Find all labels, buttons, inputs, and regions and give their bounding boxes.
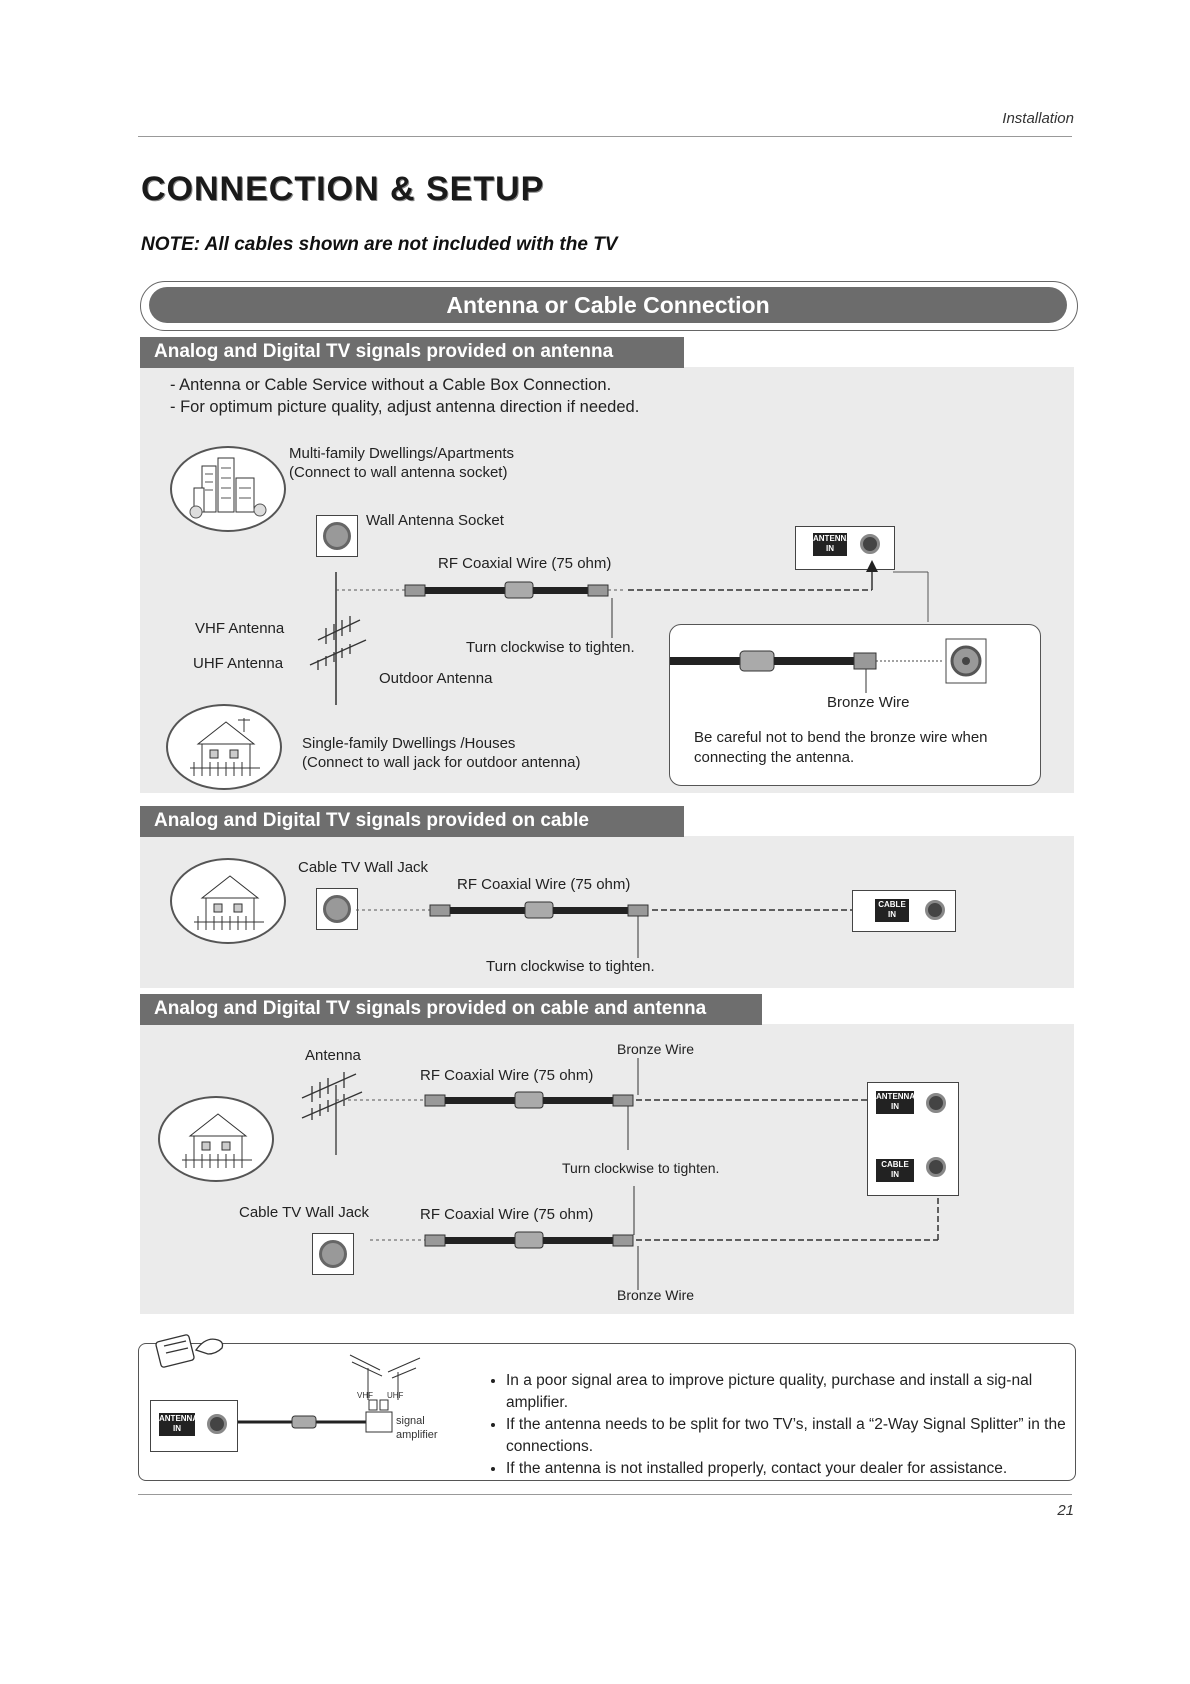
wall-antenna-socket bbox=[316, 515, 358, 557]
tips-list: In a poor signal area to improve picture… bbox=[488, 1370, 1066, 1480]
rf-wire-label: RF Coaxial Wire (75 ohm) bbox=[438, 555, 612, 572]
tip-item: If the antenna is not installed properly… bbox=[506, 1458, 1066, 1480]
cable-wall-jack bbox=[316, 888, 358, 930]
signal-amplifier-label-1: signal bbox=[396, 1415, 425, 1427]
multi-family-sub: (Connect to wall antenna socket) bbox=[289, 464, 508, 481]
outdoor-antenna-label: Outdoor Antenna bbox=[379, 670, 493, 687]
single-family-label: Single-family Dwellings /Houses bbox=[302, 735, 516, 752]
house-icon bbox=[182, 1113, 252, 1168]
both-cable-wall-jack bbox=[312, 1233, 354, 1275]
antenna-bullet-1: - Antenna or Cable Service without a Cab… bbox=[170, 376, 612, 394]
cable-turn-label: Turn clockwise to tighten. bbox=[486, 958, 655, 975]
cable-wall-jack-label: Cable TV Wall Jack bbox=[298, 859, 429, 876]
apartment-illustration bbox=[170, 446, 286, 532]
wall-socket-label: Wall Antenna Socket bbox=[366, 512, 504, 529]
multi-family-label: Multi-family Dwellings/Apartments bbox=[289, 445, 515, 462]
tip-item: In a poor signal area to improve picture… bbox=[506, 1370, 1066, 1414]
tips-vhf-label: VHF bbox=[357, 1391, 373, 1400]
house-illustration-cable bbox=[170, 858, 286, 944]
uhf-label: UHF Antenna bbox=[193, 655, 284, 672]
tips-box bbox=[138, 1343, 1076, 1481]
cable-rf-wire-label: RF Coaxial Wire (75 ohm) bbox=[457, 876, 631, 893]
both-rf-wire-top-label: RF Coaxial Wire (75 ohm) bbox=[420, 1067, 594, 1084]
both-turn-label: Turn clockwise to tighten. bbox=[562, 1160, 720, 1176]
antenna-jack-icon bbox=[926, 1093, 946, 1113]
both-rf-wire-bottom-label: RF Coaxial Wire (75 ohm) bbox=[420, 1206, 594, 1223]
cable-jack-icon bbox=[926, 1157, 946, 1177]
vhf-label: VHF Antenna bbox=[195, 620, 285, 637]
signal-amplifier-label-2: amplifier bbox=[396, 1429, 438, 1441]
page-number: 21 bbox=[1057, 1502, 1074, 1519]
note: NOTE: All cables shown are not included … bbox=[141, 234, 618, 255]
both-wall-jack-label: Cable TV Wall Jack bbox=[239, 1204, 370, 1221]
careful-text-1: Be careful not to bend the bronze wire w… bbox=[694, 729, 988, 746]
single-family-sub: (Connect to wall jack for outdoor antenn… bbox=[302, 754, 581, 771]
tip-item: If the antenna needs to be split for two… bbox=[506, 1414, 1066, 1458]
bronze-wire-label: Bronze Wire bbox=[827, 694, 910, 711]
house-icon bbox=[190, 718, 260, 776]
both-bronze-bottom-label: Bronze Wire bbox=[617, 1287, 695, 1303]
bronze-wire-detail bbox=[670, 638, 987, 693]
antenna-jack-icon bbox=[207, 1414, 227, 1434]
house-illustration-both bbox=[158, 1096, 274, 1182]
antenna-section-heading: Analog and Digital TV signals provided o… bbox=[140, 337, 684, 368]
house-illustration bbox=[166, 704, 282, 790]
section-label: Installation bbox=[1002, 110, 1074, 127]
careful-text-2: connecting the antenna. bbox=[694, 749, 855, 766]
both-antenna-label: Antenna bbox=[305, 1047, 361, 1064]
house-icon bbox=[194, 875, 264, 930]
antenna-jack-icon bbox=[860, 534, 880, 554]
turn-clockwise-label: Turn clockwise to tighten. bbox=[466, 639, 635, 656]
footer-rule bbox=[138, 1494, 1072, 1495]
antenna-bullet-2: - For optimum picture quality, adjust an… bbox=[170, 398, 640, 416]
cable-jack-icon bbox=[925, 900, 945, 920]
banner-title: Antenna or Cable Connection bbox=[149, 287, 1067, 323]
page-title: CONNECTION & SETUP bbox=[141, 170, 545, 208]
note-hand-icon bbox=[155, 1334, 224, 1368]
header-rule bbox=[138, 136, 1072, 137]
cable-section-heading: Analog and Digital TV signals provided o… bbox=[140, 806, 684, 837]
both-bronze-top-label: Bronze Wire bbox=[617, 1041, 695, 1057]
apartment-icon bbox=[189, 457, 267, 519]
tips-uhf-label: UHF bbox=[387, 1391, 404, 1400]
both-section-heading: Analog and Digital TV signals provided o… bbox=[140, 994, 762, 1025]
bronze-wire-hint-box: Bronze Wire Be careful not to bend the b… bbox=[669, 624, 1041, 786]
